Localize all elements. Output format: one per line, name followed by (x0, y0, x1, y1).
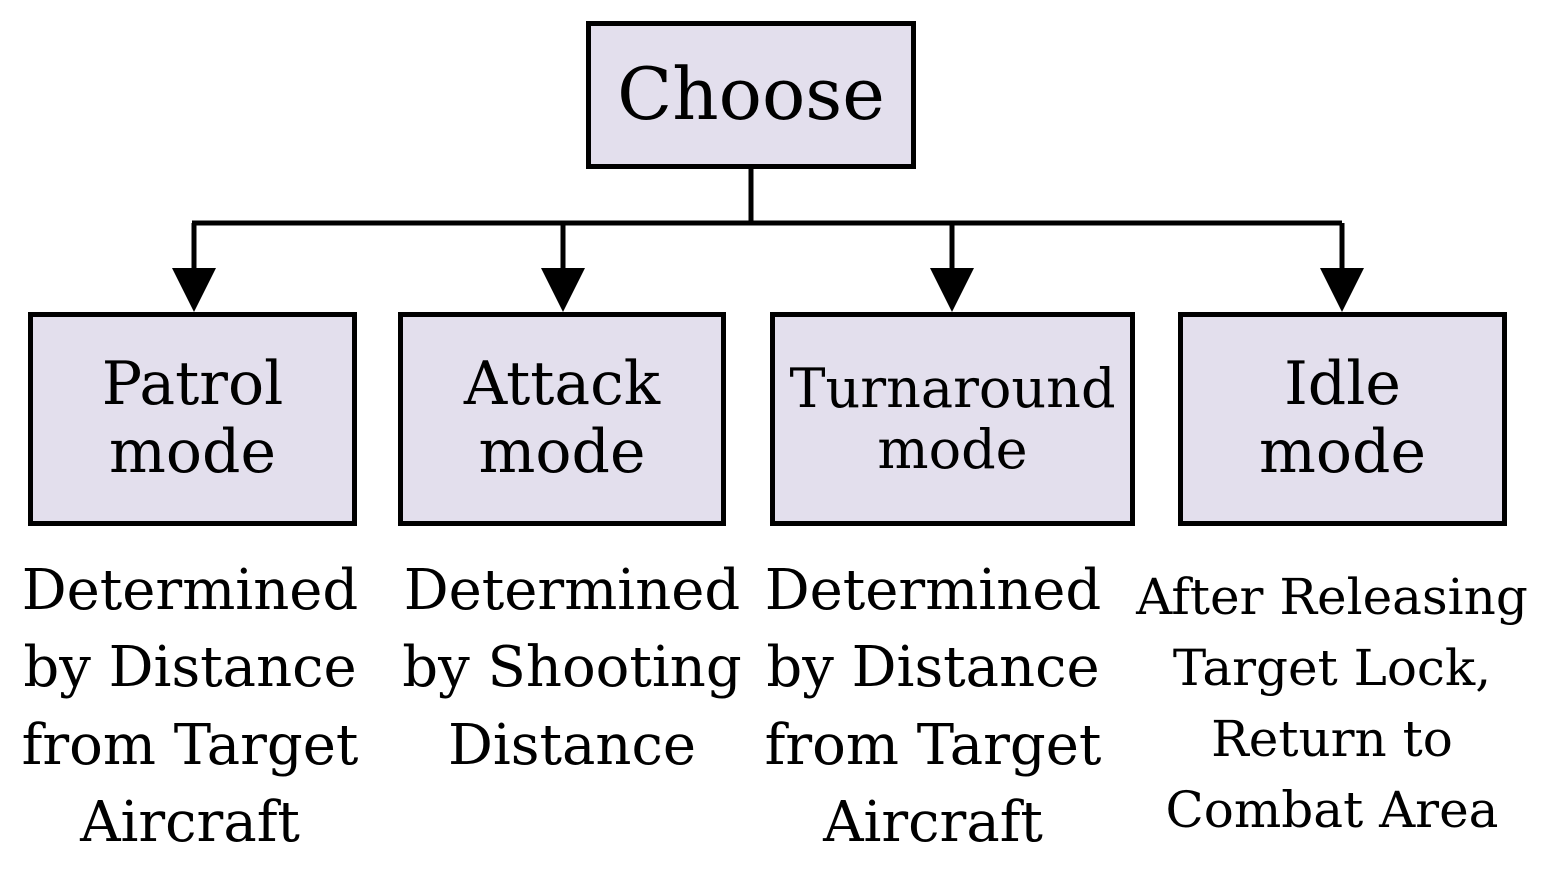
idle-mode-title-line-2: mode (1259, 417, 1426, 487)
patrol-mode-title-line-2: mode (109, 417, 276, 487)
turnaround-mode-node: Turnaround mode (770, 312, 1135, 526)
arrowhead-attack (541, 268, 585, 312)
turnaround-mode-title-line-2: mode (877, 418, 1028, 481)
patrol-description-line-3: from Target (21, 712, 359, 778)
turnaround-mode-description: Determined by Distance from Target Aircr… (723, 552, 1143, 861)
attack-description-line-1: Determined (403, 558, 741, 623)
choose-node: Choose (586, 21, 916, 169)
attack-description-line-2: by Shooting (402, 635, 742, 701)
idle-description-line-1: After Releasing (1136, 568, 1528, 626)
turnaround-description-line-1: Determined (764, 558, 1102, 623)
patrol-description-line-2: by Distance (23, 635, 357, 701)
turnaround-description-line-3: from Target (764, 712, 1102, 778)
patrol-mode-description: Determined by Distance from Target Aircr… (0, 552, 400, 861)
patrol-description-line-1: Determined (21, 558, 359, 623)
arrowhead-turnaround (930, 268, 974, 312)
idle-description-line-3: Return to (1211, 710, 1453, 768)
turnaround-mode-title-line-1: Turnaround (789, 356, 1116, 420)
choose-node-label: Choose (617, 52, 885, 137)
turnaround-description-line-4: Aircraft (823, 789, 1043, 855)
idle-description-line-4: Combat Area (1165, 781, 1499, 839)
attack-mode-title-line-2: mode (478, 417, 646, 487)
turnaround-description-line-2: by Distance (766, 635, 1100, 701)
attack-mode-description: Determined by Shooting Distance (362, 552, 782, 784)
idle-description-line-2: Target Lock, (1172, 639, 1492, 697)
arrowhead-idle (1320, 268, 1364, 312)
connectors (191, 168, 1345, 272)
arrowheads (172, 268, 1364, 312)
arrowhead-patrol (172, 268, 216, 312)
patrol-mode-title-line-1: Patrol (101, 349, 284, 420)
patrol-description-line-4: Aircraft (80, 789, 300, 855)
attack-mode-node: Attack mode (398, 312, 726, 526)
patrol-mode-node: Patrol mode (28, 312, 357, 526)
idle-mode-title-line-1: Idle (1284, 349, 1401, 420)
attack-mode-title-line-1: Attack (463, 349, 661, 420)
idle-mode-description: After Releasing Target Lock, Return to C… (1122, 562, 1542, 846)
idle-mode-node: Idle mode (1178, 312, 1507, 526)
attack-description-line-3: Distance (447, 712, 696, 778)
